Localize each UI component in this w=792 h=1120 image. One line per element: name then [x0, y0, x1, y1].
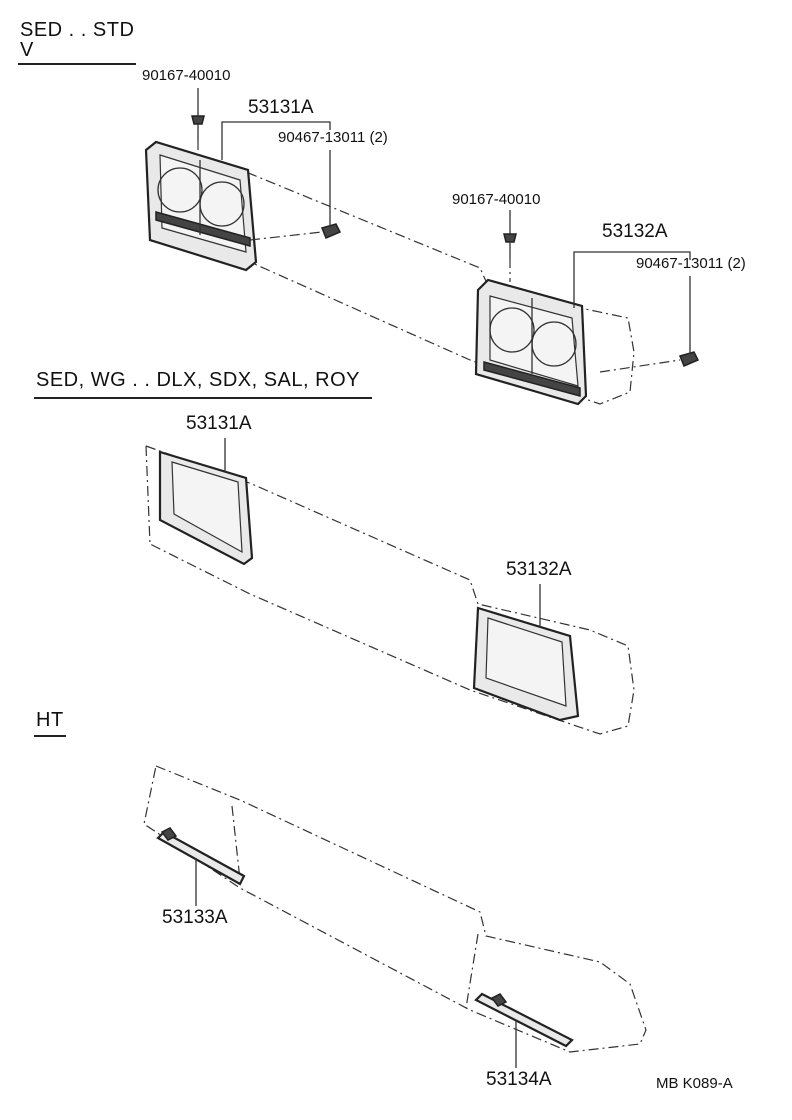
part-number-label: 90467-13011 (2)	[278, 129, 388, 146]
std-section-title: SED . . STD	[20, 19, 135, 41]
figure-code: MB K089-A	[656, 1075, 733, 1092]
std-left-clip	[249, 150, 342, 241]
std-left-screw	[191, 88, 205, 160]
part-number-label: 90467-13011 (2)	[636, 255, 746, 272]
std-right-screw	[503, 210, 517, 282]
ht-leader-lines	[195, 858, 517, 1068]
part-number-label: 90167-40010	[142, 67, 231, 84]
dlx-left-headlamp-door	[158, 450, 254, 566]
std-left-headlamp-door	[144, 140, 258, 272]
part-number-label: 53133A	[162, 907, 228, 928]
part-number-label: 53131A	[248, 97, 314, 118]
std-section-subtitle: V	[20, 39, 34, 61]
ht-grille-outline	[143, 765, 647, 1053]
part-number-label: 53132A	[602, 221, 668, 242]
part-number-label: 53134A	[486, 1069, 552, 1090]
dlx-right-headlamp-door	[472, 606, 580, 722]
part-number-label: 53132A	[506, 559, 572, 580]
std-right-headlamp-door	[474, 278, 588, 406]
std-right-clip	[599, 276, 700, 373]
ht-left-molding	[156, 827, 246, 886]
ht-section-title: HT	[36, 709, 64, 731]
dlx-grille-outline	[145, 445, 635, 735]
dlx-section-title: SED, WG . . DLX, SDX, SAL, ROY	[36, 369, 360, 391]
ht-right-molding	[474, 992, 574, 1048]
part-number-label: 90167-40010	[452, 191, 541, 208]
std-leader-lines	[221, 121, 691, 308]
dlx-leader-lines	[224, 438, 541, 628]
part-number-label: 53131A	[186, 413, 252, 434]
